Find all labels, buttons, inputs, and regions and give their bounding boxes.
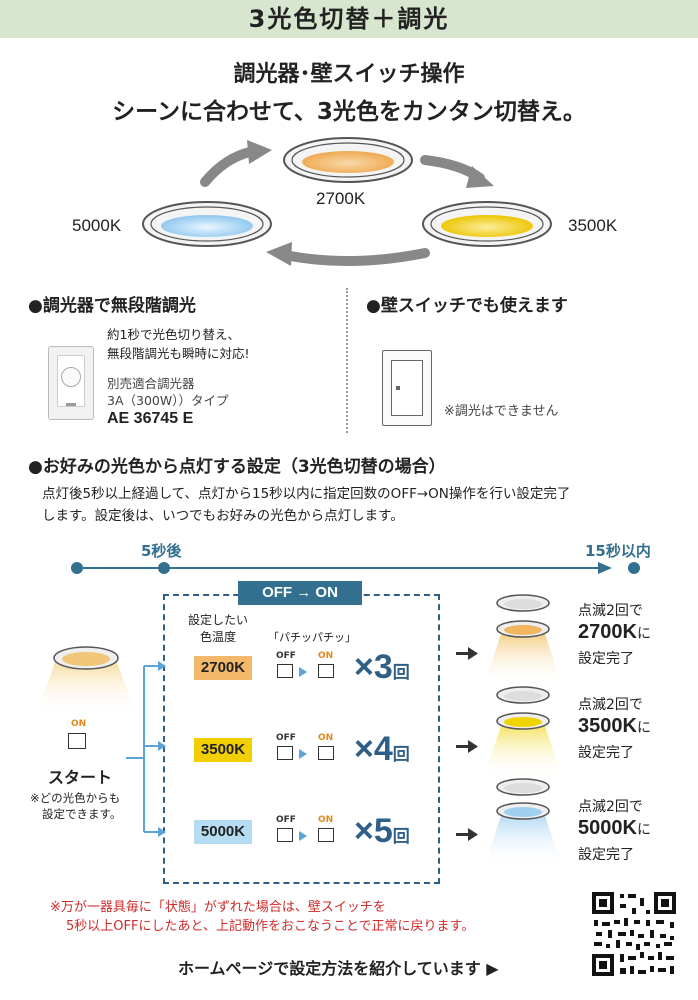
row2-off-switch-icon: [277, 746, 293, 760]
row2-on-switch-icon: [318, 746, 334, 760]
favorite-heading: ●お好みの光色から点灯する設定（3光色切替の場合）: [28, 457, 446, 477]
row1-off-switch-icon: [277, 664, 293, 678]
row1-k-badge: 2700K: [194, 656, 252, 680]
col2-label: 「パチッパチッ」: [268, 631, 356, 644]
homepage-link[interactable]: ホームページで設定方法を紹介しています ▶: [178, 959, 499, 978]
start-on-label: ON: [71, 719, 87, 729]
row3-on-label: ON: [318, 815, 334, 825]
label-5000k: 5000K: [72, 216, 122, 235]
dimmer-note-2: 無段階調光も瞬時に対応!: [107, 346, 250, 361]
label-2700k: 2700K: [316, 189, 366, 208]
timeline: [71, 562, 640, 574]
row3-off-label: OFF: [276, 815, 296, 825]
dimmer-spec-2: 3A（300W））タイプ: [107, 393, 229, 408]
dimmer-heading: ●調光器で無段階調光: [28, 296, 196, 316]
page-header: 3光色切替＋調光: [0, 0, 698, 38]
row2-result-pre: 点滅2回で: [578, 697, 643, 713]
warning-line-2: 5秒以上OFFにしたあと、上記動作をおこなうことで正常に戻ります。: [66, 919, 475, 934]
row3-off-switch-icon: [277, 828, 293, 842]
tagline: シーンに合わせて、3光色をカンタン切替え。: [112, 99, 586, 125]
row2-times: ×4回: [354, 730, 410, 768]
dimmer-note-1: 約1秒で光色切り替え、: [107, 327, 240, 342]
lamp-5000k: [142, 201, 272, 247]
dimmer-model: AE 36745 E: [107, 410, 194, 427]
row2-result-post: 設定完了: [578, 745, 634, 761]
row3-times: ×5回: [354, 812, 410, 850]
favorite-desc-2: します。設定後は、いつでもお好みの光色から点灯します。: [42, 508, 404, 524]
row2-off-label: OFF: [276, 733, 296, 743]
row2-result-k: 3500Kに: [578, 715, 651, 737]
lamp-2700k: [283, 137, 413, 183]
warning-line-1: ※万が一器具毎に「状態」がずれた場合は、壁スイッチを: [50, 900, 386, 915]
result-lamps: [456, 594, 562, 867]
row1-result-k: 2700Kに: [578, 621, 651, 643]
row2-arrow-icon: [299, 749, 307, 759]
dimmer-spec-1: 別売適合調光器: [107, 376, 195, 391]
off-on-label: OFF → ON: [238, 581, 362, 605]
lamp-3500k: [422, 201, 552, 247]
row1-result-pre: 点滅2回で: [578, 603, 643, 619]
timeline-5sec: 5秒後: [141, 542, 182, 560]
wall-switch-image: [382, 350, 432, 426]
start-lamp: [36, 646, 136, 714]
start-label: スタート: [48, 768, 113, 787]
col1-label-a: 設定したい: [188, 613, 249, 627]
row3-on-switch-icon: [318, 828, 334, 842]
row2-k-badge: 3500K: [194, 738, 252, 762]
row3-result-pre: 点滅2回で: [578, 799, 643, 815]
wall-note: ※調光はできません: [444, 404, 559, 419]
label-3500k: 3500K: [568, 216, 618, 235]
dimmer-device-image: [48, 346, 94, 420]
row2-on-label: ON: [318, 733, 334, 743]
section-divider: [346, 288, 348, 433]
row1-result-post: 設定完了: [578, 651, 634, 667]
row3-result-post: 設定完了: [578, 847, 634, 863]
row1-times: ×3回: [354, 648, 410, 686]
start-note-1: ※どの光色からも: [30, 791, 121, 805]
subtitle: 調光器･壁スイッチ操作: [233, 62, 465, 87]
row3-result-k: 5000Kに: [578, 817, 651, 839]
timeline-15sec: 15秒以内: [585, 542, 651, 560]
row3-k-badge: 5000K: [194, 820, 252, 844]
row3-arrow-icon: [299, 831, 307, 841]
row1-on-label: ON: [318, 651, 334, 661]
col1-label-b: 色温度: [200, 630, 237, 644]
qr-code-icon[interactable]: [590, 890, 678, 978]
start-note-2: 設定できます。: [42, 807, 122, 821]
result-arrows: [456, 647, 478, 841]
wall-heading: ●壁スイッチでも使えます: [366, 296, 568, 316]
favorite-desc-1: 点灯後5秒以上経過して、点灯から15秒以内に指定回数のOFF→ON操作を行い設定…: [42, 486, 571, 502]
row1-off-label: OFF: [276, 651, 296, 661]
color-cycle-diagram: [142, 137, 552, 266]
row1-arrow-icon: [299, 667, 307, 677]
row1-on-switch-icon: [318, 664, 334, 678]
page-title: 3光色切替＋調光: [248, 5, 450, 33]
branch-arrows: [126, 661, 166, 837]
start-switch-icon: [68, 733, 86, 749]
